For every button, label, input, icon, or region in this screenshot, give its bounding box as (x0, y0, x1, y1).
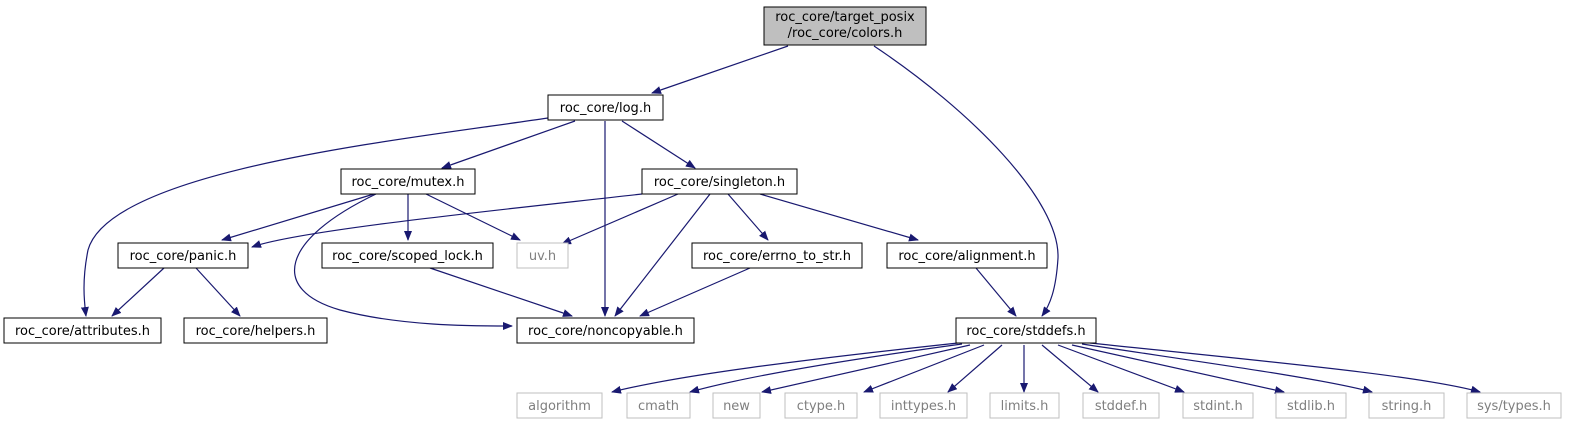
node-limits-h[interactable]: limits.h (989, 392, 1060, 419)
node-alignment-h-label: roc_core/alignment.h (898, 249, 1035, 264)
node-scoped-lock-h-label: roc_core/scoped_lock.h (332, 249, 483, 264)
edge-stddefs-to-inttypes (947, 344, 1003, 393)
edge-stddefs-to-algorithm (611, 342, 959, 394)
node-log-h-label: roc_core/log.h (560, 101, 651, 116)
node-mutex-h[interactable]: roc_core/mutex.h (340, 168, 476, 195)
node-ctype-h-label: ctype.h (797, 399, 846, 414)
node-colors-h-line2: /roc_core/colors.h (788, 26, 903, 41)
node-limits-h-label: limits.h (1001, 399, 1049, 414)
edge-stddefs-to-stddef (1041, 344, 1099, 393)
node-uv-h-label: uv.h (529, 249, 556, 264)
node-errno-to-str-h[interactable]: roc_core/errno_to_str.h (691, 242, 863, 269)
edge-colors-to-stddefs (873, 45, 1059, 317)
node-colors-h-line1: roc_core/target_posix (775, 10, 915, 25)
node-colors-h[interactable]: roc_core/target_posix /roc_core/colors.h (763, 6, 927, 46)
node-scoped-lock-h[interactable]: roc_core/scoped_lock.h (321, 242, 494, 269)
node-sys-types-h[interactable]: sys/types.h (1466, 392, 1562, 419)
node-panic-h-label: roc_core/panic.h (130, 249, 237, 264)
edge-scoped-lock-to-noncopyable (429, 267, 573, 317)
node-singleton-h[interactable]: roc_core/singleton.h (641, 168, 798, 195)
node-stdlib-h[interactable]: stdlib.h (1275, 392, 1347, 419)
node-stdint-h-label: stdint.h (1193, 399, 1242, 414)
node-stdint-h[interactable]: stdint.h (1182, 392, 1254, 419)
edge-errno-to-noncopyable (639, 267, 751, 317)
edge-stddefs-to-sys-types (1089, 342, 1481, 394)
node-singleton-h-label: roc_core/singleton.h (654, 175, 785, 190)
edge-colors-to-log (651, 45, 789, 94)
node-stddef-h-label: stddef.h (1095, 399, 1147, 414)
node-helpers-h[interactable]: roc_core/helpers.h (183, 317, 328, 344)
node-sys-types-h-label: sys/types.h (1477, 399, 1551, 414)
edge-log-to-singleton (621, 120, 696, 169)
node-algorithm[interactable]: algorithm (516, 392, 603, 419)
node-new[interactable]: new (712, 392, 761, 419)
edge-singleton-to-noncopyable (614, 193, 711, 317)
node-alignment-h[interactable]: roc_core/alignment.h (886, 242, 1048, 269)
node-mutex-h-label: roc_core/mutex.h (351, 175, 464, 190)
edge-stddefs-to-ctype (863, 344, 985, 393)
node-cmath[interactable]: cmath (626, 392, 691, 419)
edge-singleton-to-alignment (759, 193, 919, 242)
node-new-label: new (723, 399, 750, 414)
node-noncopyable-h-label: roc_core/noncopyable.h (528, 324, 683, 339)
node-string-h[interactable]: string.h (1368, 392, 1445, 419)
edge-stddefs-to-string (1081, 343, 1373, 394)
node-attributes-h[interactable]: roc_core/attributes.h (3, 317, 162, 344)
edge-stddefs-to-stdlib (1071, 344, 1285, 394)
node-helpers-h-label: roc_core/helpers.h (196, 324, 316, 339)
edge-alignment-to-stddefs (975, 267, 1017, 317)
edge-mutex-to-noncopyable (293, 193, 513, 330)
edge-stddefs-to-new (761, 344, 971, 394)
node-attributes-h-label: roc_core/attributes.h (15, 324, 150, 339)
node-errno-to-str-h-label: roc_core/errno_to_str.h (703, 249, 851, 264)
edge-singleton-to-panic (251, 193, 643, 248)
edge-log-to-mutex (441, 120, 576, 169)
node-string-h-label: string.h (1382, 399, 1432, 414)
node-uv-h[interactable]: uv.h (516, 242, 569, 269)
edge-singleton-to-errno (727, 193, 769, 241)
node-panic-h[interactable]: roc_core/panic.h (117, 242, 249, 269)
edge-stddefs-to-stdint (1057, 344, 1185, 393)
node-stddefs-h[interactable]: roc_core/stddefs.h (955, 317, 1097, 344)
node-stddefs-h-label: roc_core/stddefs.h (966, 324, 1085, 339)
edge-mutex-to-uv (425, 193, 521, 241)
node-inttypes-h[interactable]: inttypes.h (879, 392, 968, 419)
edge-panic-to-attributes (111, 267, 165, 317)
node-cmath-label: cmath (638, 399, 679, 414)
node-inttypes-h-label: inttypes.h (891, 399, 956, 414)
node-noncopyable-h[interactable]: roc_core/noncopyable.h (516, 317, 695, 344)
edge-stddefs-to-cmath (689, 343, 963, 394)
node-stdlib-h-label: stdlib.h (1287, 399, 1335, 414)
edge-panic-to-helpers (195, 267, 241, 317)
edge-mutex-to-panic (221, 193, 375, 242)
node-log-h[interactable]: roc_core/log.h (547, 94, 664, 121)
node-algorithm-label: algorithm (528, 399, 591, 414)
node-stddef-h[interactable]: stddef.h (1082, 392, 1160, 419)
edge-singleton-to-uv (561, 193, 679, 245)
node-ctype-h[interactable]: ctype.h (784, 392, 858, 419)
edge-log-to-attributes (80, 117, 549, 317)
